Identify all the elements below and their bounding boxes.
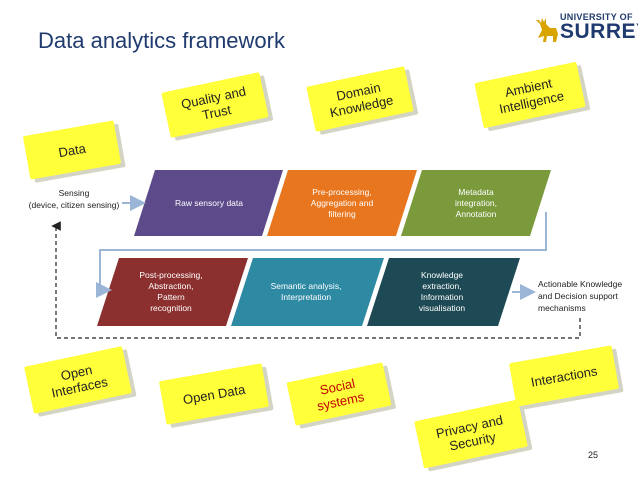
step-label-semantic-analysis: Semantic analysis, Interpretation: [270, 281, 342, 302]
logo-line2: SURREY: [560, 20, 638, 43]
step-metadata-integration: [401, 170, 551, 236]
output-label: Actionable Knowledge and Decision suppor…: [538, 279, 623, 313]
logo-line1: UNIVERSITY OF: [560, 12, 633, 22]
step-semantic-analysis: [231, 258, 384, 326]
page-title: Data analytics framework: [38, 28, 285, 53]
page-number: 25: [588, 450, 599, 460]
step-label-raw-sensory-data: Raw sensory data: [174, 197, 244, 208]
wrap-connector: [96, 212, 547, 298]
sensing-label: Sensing (device, citizen sensing): [28, 188, 120, 210]
step-raw-sensory-data: [134, 170, 283, 236]
step-post-processing: [97, 258, 248, 326]
step-knowledge-extraction: [367, 258, 520, 326]
step-label-post-processing: Post-processing, Abstraction, Pattern re…: [139, 270, 203, 313]
logo-text: UNIVERSITY OF SURREY: [560, 12, 638, 42]
stag-icon: [536, 18, 558, 42]
university-logo: [536, 18, 558, 42]
step-pre-processing: [267, 170, 417, 236]
feedback-loop: [51, 221, 581, 339]
step-label-knowledge-extraction: Knowledge extraction, Information visual…: [418, 270, 466, 313]
step-label-pre-processing: Pre-processing, Aggregation and filterin…: [310, 186, 374, 219]
step-label-metadata: Metadata integration, Annotation: [454, 186, 498, 219]
